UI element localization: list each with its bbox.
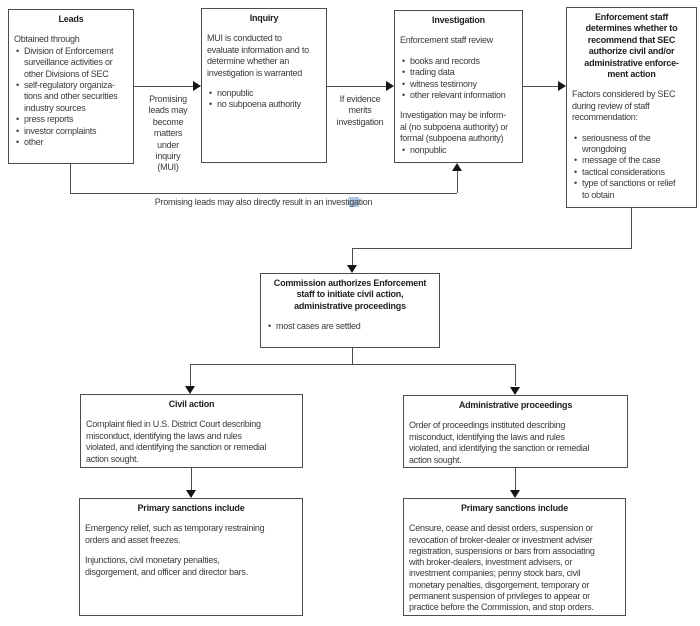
label-bypass-post: tion xyxy=(358,197,373,207)
box-sanctions-admin-title: Primary sanctions include xyxy=(460,503,569,513)
bullet-item: press reports xyxy=(14,114,128,125)
arrowhead-into-sanctions-civil xyxy=(186,490,196,498)
box-commission: Commission authorizes Enforcement staff … xyxy=(260,273,440,348)
bullet-item: other xyxy=(14,137,128,148)
box-enforcement-staff: Enforcement staff determines whether to … xyxy=(566,7,697,208)
box-investigation-bullets: books and records trading data witness t… xyxy=(400,56,517,102)
box-leads-title: Leads xyxy=(58,14,84,24)
box-civil-action: Civil action Complaint filed in U.S. Dis… xyxy=(80,394,303,468)
label-bypass-investigation: Promising leads may also directly result… xyxy=(70,197,457,208)
box-admin-title: Administrative proceedings xyxy=(458,400,573,410)
box-enforcement-title: Enforcement staff determines whether to … xyxy=(584,12,679,80)
box-civil-para: Complaint filed in U.S. District Court d… xyxy=(86,419,267,464)
arrowhead-investigation-to-enforcement xyxy=(558,81,566,91)
connector-inquiry-to-investigation xyxy=(327,86,386,87)
bullet-item: Division of Enforcement surveillance act… xyxy=(14,46,128,80)
connector-bypass-across xyxy=(70,193,457,194)
box-inquiry: Inquiry MUI is conducted to evaluate inf… xyxy=(201,8,327,163)
bullet-item: books and records xyxy=(400,56,517,67)
bullet-item: investor complaints xyxy=(14,126,128,137)
box-inquiry-title: Inquiry xyxy=(249,13,279,23)
connector-commission-down xyxy=(352,348,353,364)
box-investigation-para1: Enforcement staff review xyxy=(400,35,493,46)
box-leads: Leads Obtained through Division of Enfor… xyxy=(8,9,134,164)
connector-admin-to-sanctions xyxy=(515,468,516,490)
bullet-item: seriousness of the wrongdoing xyxy=(572,133,691,156)
bullet-item: type of sanctions or relief to obtain xyxy=(572,178,691,201)
bullet-item: most cases are settled xyxy=(266,321,434,332)
bullet-item: no subpoena authority xyxy=(207,99,321,110)
connector-leads-to-inquiry xyxy=(134,86,193,87)
connector-civil-to-sanctions xyxy=(191,468,192,490)
arrowhead-into-civil xyxy=(185,386,195,394)
label-promising-leads-mui: Promising leads may become matters under… xyxy=(148,94,188,173)
box-sanctions-civil-title: Primary sanctions include xyxy=(137,503,245,513)
box-investigation-bullets2: nonpublic xyxy=(400,145,517,156)
bullet-item: trading data xyxy=(400,67,517,78)
box-leads-intro: Obtained through xyxy=(14,34,80,45)
connector-investigation-to-enforcement xyxy=(523,86,558,87)
box-sanctions-admin-para: Censure, cease and desist orders, suspen… xyxy=(409,523,595,613)
bullet-item: tactical considerations xyxy=(572,167,691,178)
box-investigation-title: Investigation xyxy=(432,15,485,25)
arrowhead-inquiry-to-investigation xyxy=(386,81,394,91)
box-enforcement-bullets: seriousness of the wrongdoing message of… xyxy=(572,133,691,201)
box-commission-bullets: most cases are settled xyxy=(266,321,434,332)
bullet-item: witness testimony xyxy=(400,79,517,90)
box-leads-bullets: Division of Enforcement surveillance act… xyxy=(14,46,128,149)
connector-enforcement-across xyxy=(352,248,632,249)
connector-branch-across xyxy=(190,364,516,365)
connector-into-commission xyxy=(352,248,353,265)
connector-enforcement-down xyxy=(631,208,632,248)
connector-bypass-up xyxy=(457,171,458,193)
box-civil-title: Civil action xyxy=(168,399,215,409)
box-inquiry-bullets: nonpublic no subpoena authority xyxy=(207,88,321,111)
bullet-item: nonpublic xyxy=(207,88,321,99)
bullet-item: other relevant information xyxy=(400,90,517,101)
bullet-item: self-regulatory organiza- tions and othe… xyxy=(14,80,128,114)
box-enforcement-para: Factors considered by SEC during review … xyxy=(572,89,676,123)
label-bypass-highlighted-text: ga xyxy=(349,197,359,207)
box-commission-title: Commission authorizes Enforcement staff … xyxy=(273,278,427,311)
box-investigation: Investigation Enforcement staff review b… xyxy=(394,10,523,163)
arrowhead-leads-to-inquiry xyxy=(193,81,201,91)
arrowhead-into-admin xyxy=(510,387,520,395)
box-inquiry-para: MUI is conducted to evaluate information… xyxy=(207,33,309,78)
arrowhead-into-commission xyxy=(347,265,357,273)
label-if-evidence-merits: If evidence merits investigation xyxy=(336,94,384,127)
bullet-item: nonpublic xyxy=(400,145,517,156)
box-sanctions-civil-para1: Emergency relief, such as temporary rest… xyxy=(85,523,265,545)
box-investigation-para2: Investigation may be inform- al (no subp… xyxy=(400,110,508,144)
bullet-item: message of the case xyxy=(572,155,691,166)
box-sanctions-civil: Primary sanctions include Emergency reli… xyxy=(79,498,303,616)
arrowhead-into-sanctions-admin xyxy=(510,490,520,498)
box-sanctions-civil-para2: Injunctions, civil monetary penalties, d… xyxy=(85,555,248,577)
connector-bypass-down xyxy=(70,164,71,193)
box-sanctions-admin: Primary sanctions include Censure, cease… xyxy=(403,498,626,616)
box-admin-para: Order of proceedings instituted describi… xyxy=(409,420,590,465)
connector-branch-left-down xyxy=(190,364,191,386)
arrowhead-bypass-into-investigation xyxy=(452,163,462,171)
box-admin-proceedings: Administrative proceedings Order of proc… xyxy=(403,395,628,468)
label-bypass-pre: Promising leads may also directly result… xyxy=(154,197,350,207)
connector-branch-right-down xyxy=(515,364,516,386)
